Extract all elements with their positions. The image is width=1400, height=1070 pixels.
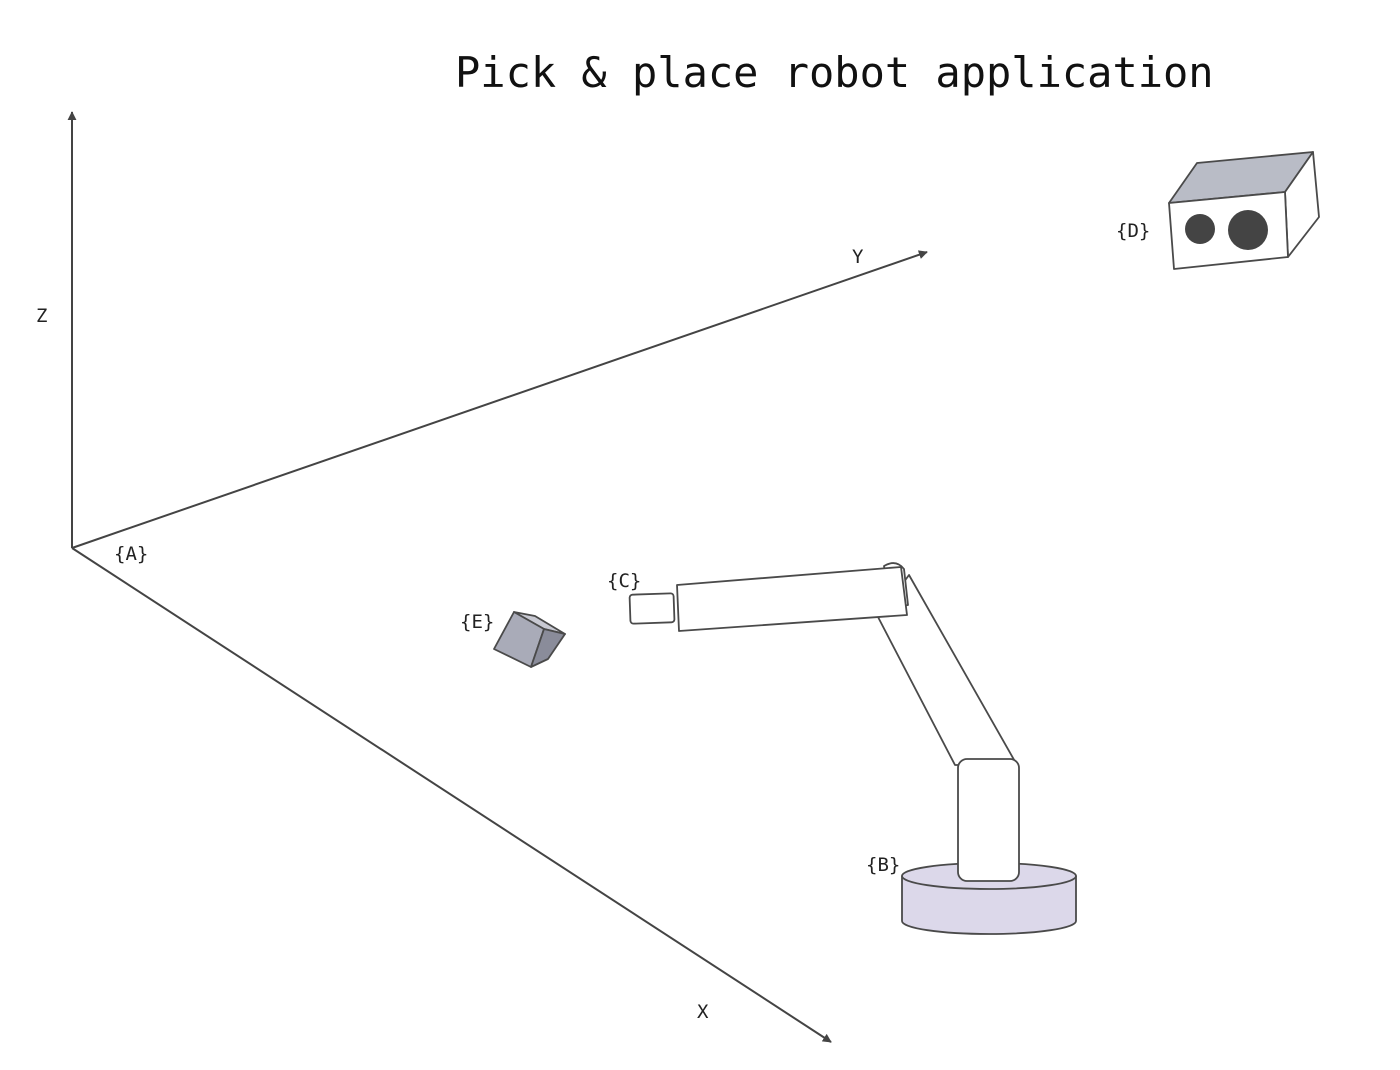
x-axis: [71, 547, 832, 1043]
robot-gripper: [628, 592, 676, 625]
y-axis-label: Y: [852, 246, 864, 268]
robot-arm: [628, 562, 1077, 935]
frame-c-label: {C}: [607, 570, 641, 592]
camera-small-lens: [1185, 214, 1215, 244]
y-axis: [71, 250, 928, 549]
frame-d-label: {D}: [1116, 220, 1150, 242]
frame-a-label: {A}: [114, 543, 148, 565]
camera-large-lens: [1228, 210, 1268, 250]
object-cube: [493, 611, 566, 668]
frame-b-label: {B}: [866, 854, 900, 876]
cube-right-face: [530, 628, 566, 668]
coordinate-axes: [67, 111, 928, 1043]
z-axis-label: Z: [36, 305, 47, 327]
robot-vertical-link: [957, 758, 1020, 882]
base-cylinder-body: [901, 875, 1077, 935]
robot-upper-arm: [676, 566, 908, 632]
x-axis-label: X: [697, 1001, 709, 1023]
frame-e-label: {E}: [460, 611, 494, 633]
diagram-title: Pick & place robot application: [455, 48, 1214, 97]
camera: [1168, 151, 1320, 270]
